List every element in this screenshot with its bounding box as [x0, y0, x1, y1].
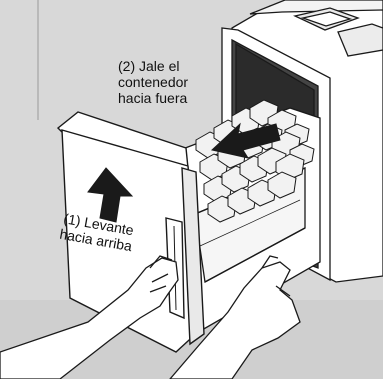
step2-instruction: (2) Jale el contenedor hacia fuera [118, 58, 188, 106]
step2-line-2: contenedor [118, 74, 188, 90]
step2-line-3: hacia fuera [118, 90, 188, 106]
step2-line-1: (2) Jale el [118, 58, 188, 74]
